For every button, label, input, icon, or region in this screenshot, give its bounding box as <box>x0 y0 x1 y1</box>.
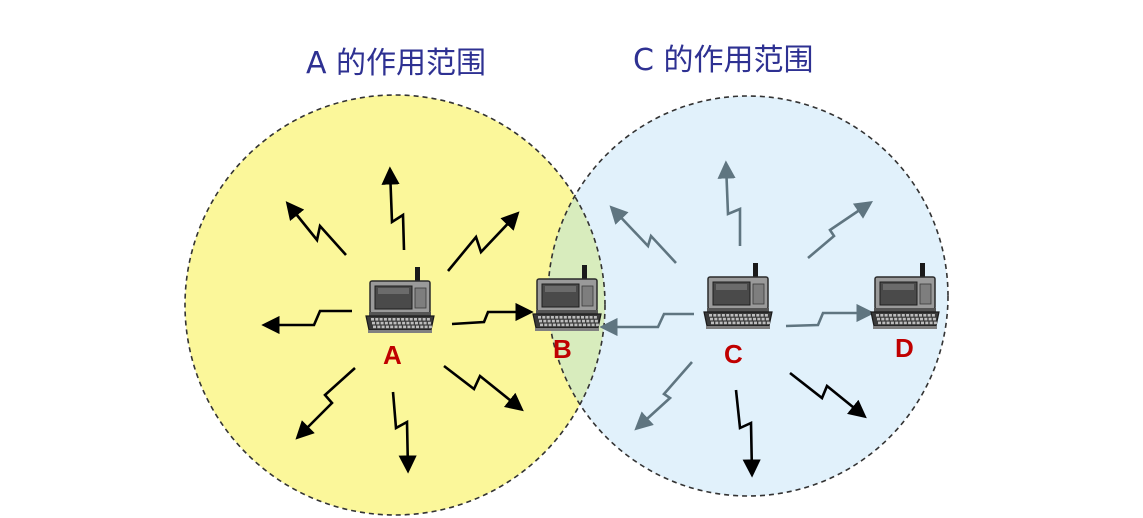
node-label-c: C <box>724 339 743 369</box>
signal-a-left-icon <box>261 309 352 335</box>
station-b-laptop-icon <box>532 265 602 331</box>
range-a-boundary <box>184 94 606 516</box>
signal-c-up-left-icon <box>609 205 677 264</box>
station-d-laptop-icon <box>870 263 940 329</box>
range-c-boundary <box>547 95 949 497</box>
station-a-laptop-icon <box>365 267 435 333</box>
range-a-title: A 的作用范围 <box>306 46 486 81</box>
range-c-title: C 的作用范围 <box>633 43 813 78</box>
stations <box>365 263 940 333</box>
signal-c-right-to-d-icon <box>785 303 875 328</box>
signal-a-down-icon <box>391 391 417 474</box>
signal-a-up-left-icon <box>285 201 347 256</box>
signal-a-down-right-icon <box>443 364 524 412</box>
signal-c-down-left-icon <box>634 361 693 431</box>
node-label-a: A <box>383 340 402 370</box>
signals-from-c <box>599 160 875 478</box>
signal-c-down-icon <box>734 389 761 478</box>
station-c-laptop-icon <box>703 263 773 329</box>
signal-a-up-icon <box>381 166 406 251</box>
signals-from-a <box>261 166 534 474</box>
signal-c-up-right-icon <box>807 200 874 259</box>
node-label-b: B <box>553 334 572 364</box>
signal-a-right-to-b-icon <box>451 302 534 326</box>
signal-a-down-left-icon <box>295 367 356 440</box>
signal-c-up-icon <box>717 160 742 246</box>
signal-a-up-right-icon <box>446 211 520 272</box>
signal-c-left-to-b-icon <box>599 312 694 337</box>
node-label-d: D <box>895 333 914 363</box>
signal-c-down-right-icon <box>789 371 867 419</box>
